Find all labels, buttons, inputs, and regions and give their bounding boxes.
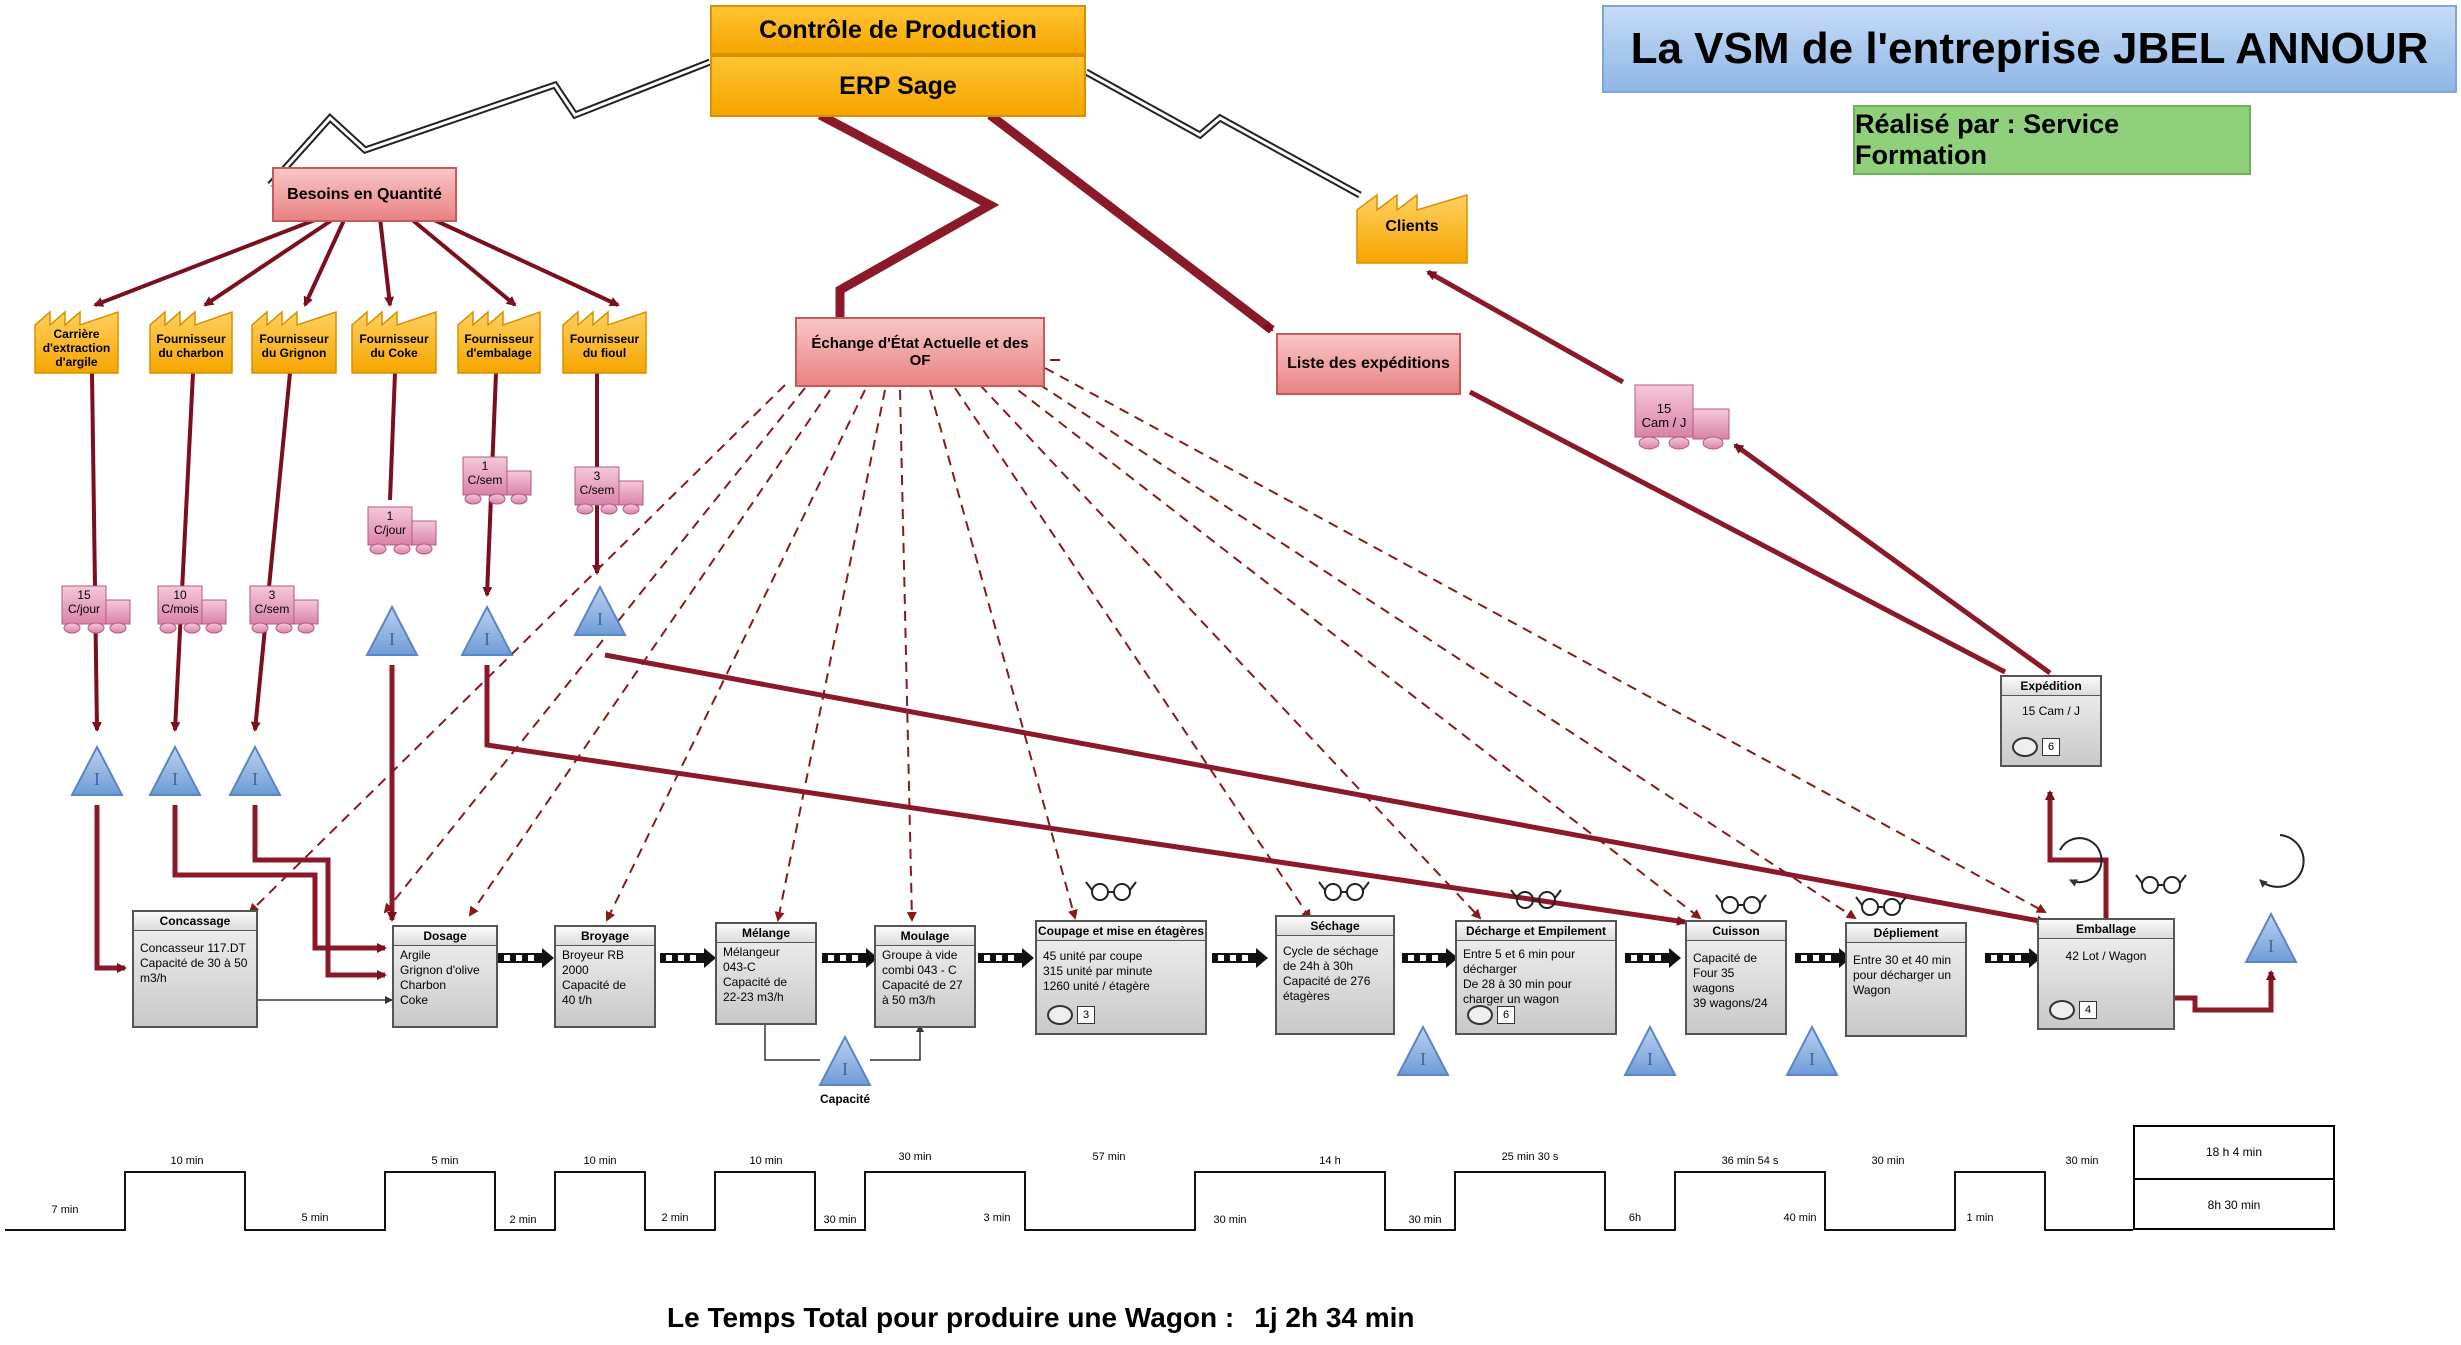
timeline-process-label: 10 min — [170, 1155, 204, 1167]
factory-icons — [34, 193, 1468, 374]
timeline-process-label: 36 min 54 s — [1721, 1155, 1779, 1167]
timeline-summary: 18 h 4 min 8h 30 min — [2133, 1125, 2335, 1230]
operator-icon: 6 — [2012, 737, 2060, 757]
timeline-process-label: 14 h — [1319, 1155, 1341, 1167]
operator-icon: 3 — [1047, 1005, 1095, 1025]
process-time-value: 8h 30 min — [2207, 1197, 2261, 1212]
timeline-wait-label: 5 min — [301, 1212, 329, 1224]
timeline-wait-label: 30 min — [1408, 1214, 1442, 1226]
page-title: La VSM de l'entreprise JBEL ANNOUR — [1602, 5, 2457, 93]
timeline-process-label: 25 min 30 s — [1501, 1151, 1559, 1163]
timeline-process-label: 30 min — [898, 1151, 932, 1163]
supplier-clay-label: Carrière d'extraction d'argile — [42, 327, 111, 369]
thin-connectors — [258, 996, 924, 1061]
go-see-icons — [1085, 874, 2187, 916]
timeline-wait-label: 3 min — [983, 1212, 1011, 1224]
timeline — [5, 1171, 2133, 1231]
supplier-grignon-label: Fournisseur du Grignon — [259, 332, 329, 360]
needs-box: Besoins en Quantité — [272, 167, 457, 222]
timeline-wait-label: 30 min — [2065, 1155, 2099, 1167]
exchange-box: Échange d'État Actuelle et des OF — [795, 317, 1045, 387]
production-control-box: Contrôle de Production — [710, 5, 1086, 55]
truck-icons — [61, 384, 1730, 634]
timeline-process-label: 30 min — [1871, 1155, 1905, 1167]
needs-to-supplier-flows — [93, 216, 620, 307]
capacity-label: Capacité — [819, 1092, 871, 1106]
cycle-icons — [2059, 834, 2305, 888]
timeline-wait-label: 30 min — [1213, 1214, 1247, 1226]
erp-flows — [817, 111, 1275, 334]
timeline-wait-label: 1 min — [1966, 1212, 1994, 1224]
timeline-wait-label: 6h — [1628, 1212, 1642, 1224]
timeline-wait-label: 2 min — [661, 1212, 689, 1224]
dashed-info-flows — [248, 355, 2047, 922]
lead-time-value: 18 h 4 min — [2135, 1127, 2333, 1180]
erp-box: ERP Sage — [710, 55, 1086, 117]
supplier-packaging-label: Fournisseur d'embalage — [464, 332, 534, 360]
author-label: Réalisé par : Service Formation — [1853, 105, 2251, 175]
supplier-delivery-flows — [90, 372, 602, 732]
timeline-process-label: 5 min — [431, 1155, 459, 1167]
total-time: Le Temps Total pour produire une Wagon :… — [667, 1302, 1415, 1333]
supplier-coal-label: Fournisseur du charbon — [156, 332, 226, 360]
timeline-process-label: 10 min — [583, 1155, 617, 1167]
timeline-process-label: 57 min — [1092, 1151, 1126, 1163]
customer-label: Clients — [1385, 218, 1439, 235]
timeline-process-label: 10 min — [749, 1155, 783, 1167]
operator-icon: 4 — [2049, 1000, 2097, 1020]
timeline-wait-label: 40 min — [1783, 1212, 1817, 1224]
timeline-wait-label: 30 min — [823, 1214, 857, 1226]
material-push-flows — [94, 269, 2276, 1013]
supplier-fuel-label: Fournisseur du fioul — [569, 332, 640, 360]
supplier-coke-label: Fournisseur du Coke — [359, 332, 429, 360]
timeline-wait-label: 7 min — [51, 1204, 79, 1216]
operator-icon: 6 — [1467, 1005, 1515, 1025]
timeline-wait-label: 2 min — [509, 1214, 537, 1226]
shipments-list-box: Liste des expéditions — [1276, 333, 1461, 395]
